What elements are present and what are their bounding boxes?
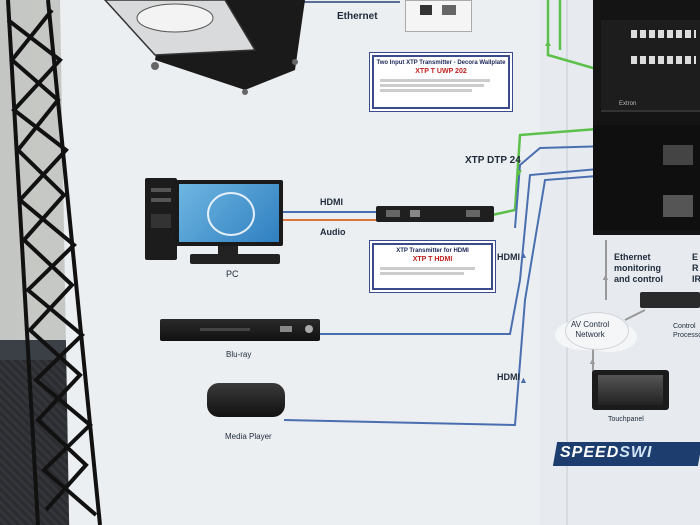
hdmi-label-low: HDMI xyxy=(497,372,520,382)
cloud-icon xyxy=(565,312,629,350)
bluray-label: Blu-ray xyxy=(226,350,252,359)
audio-label-pc: Audio xyxy=(320,227,346,237)
ethernet-monitoring-label: Ethernet monitoring and control xyxy=(614,252,663,284)
transmitter-box-icon xyxy=(376,206,494,222)
speed-word: SPEED xyxy=(560,444,620,461)
product1-bullets xyxy=(374,75,508,96)
keyboard-icon xyxy=(190,254,280,264)
product2-title: XTP Transmitter for HDMI xyxy=(396,248,469,254)
touchpanel-icon xyxy=(592,370,669,410)
arrow-gray-1: ▲ xyxy=(601,272,610,282)
switcher-top-unit xyxy=(601,20,700,112)
media-player-label: Media Player xyxy=(225,432,272,441)
media-player-icon xyxy=(207,383,285,417)
arrow-green-up: ▲ xyxy=(543,38,553,49)
monitor-stand xyxy=(218,246,238,254)
product2-bullets xyxy=(374,263,491,279)
product1-model: XTP T UWP 202 xyxy=(415,68,467,75)
arrow-gray-2: ▲ xyxy=(588,356,597,366)
arrow-blue-1: ▲ xyxy=(519,250,528,260)
touchpanel-label: Touchpanel xyxy=(608,416,644,423)
arrow-blue-2: ▲ xyxy=(519,375,528,385)
control-processor-label: Control Processor xyxy=(673,323,700,339)
pc-tower-icon xyxy=(145,178,177,260)
control-processor-icon xyxy=(640,292,700,308)
switcher-lower-unit xyxy=(593,125,700,230)
product1-title: Two Input XTP Transmitter - Decora Wallp… xyxy=(376,60,506,66)
hdmi-label-mid: HDMI xyxy=(497,252,520,262)
av-control-network-label: AV Control Network xyxy=(571,320,610,339)
arrow-green-down: ▼ xyxy=(514,168,524,179)
truss-frame xyxy=(6,0,102,525)
monitor-screen xyxy=(179,184,279,242)
hdmi-label-pc: HDMI xyxy=(320,197,343,207)
rack-cabinet-icon xyxy=(95,0,310,95)
switcher-rack-icon: Extron xyxy=(593,0,700,235)
monitor-icon xyxy=(175,180,283,246)
bluray-player-icon xyxy=(160,319,320,341)
speed-banner-text: SPEEDSWI xyxy=(560,444,652,462)
ethernet-top-label: Ethernet xyxy=(337,11,378,22)
product2-model: XTP T HDMI xyxy=(412,256,453,263)
wallplate-icon xyxy=(405,0,472,32)
extron-logo-icon xyxy=(207,192,255,236)
extron-label: Extron xyxy=(619,101,637,107)
pc-label: PC xyxy=(226,269,239,279)
cutoff-letters: E R IR xyxy=(692,252,700,284)
product-info-uwp202: Two Input XTP Transmitter - Decora Wallp… xyxy=(372,55,510,109)
product-info-xtp-t-hdmi: XTP Transmitter for HDMI XTP T HDMI xyxy=(372,243,493,290)
xtp-dtp-label: XTP DTP 24 xyxy=(465,155,521,166)
speed-suffix: SWI xyxy=(619,444,653,461)
panel-seam xyxy=(566,0,568,525)
